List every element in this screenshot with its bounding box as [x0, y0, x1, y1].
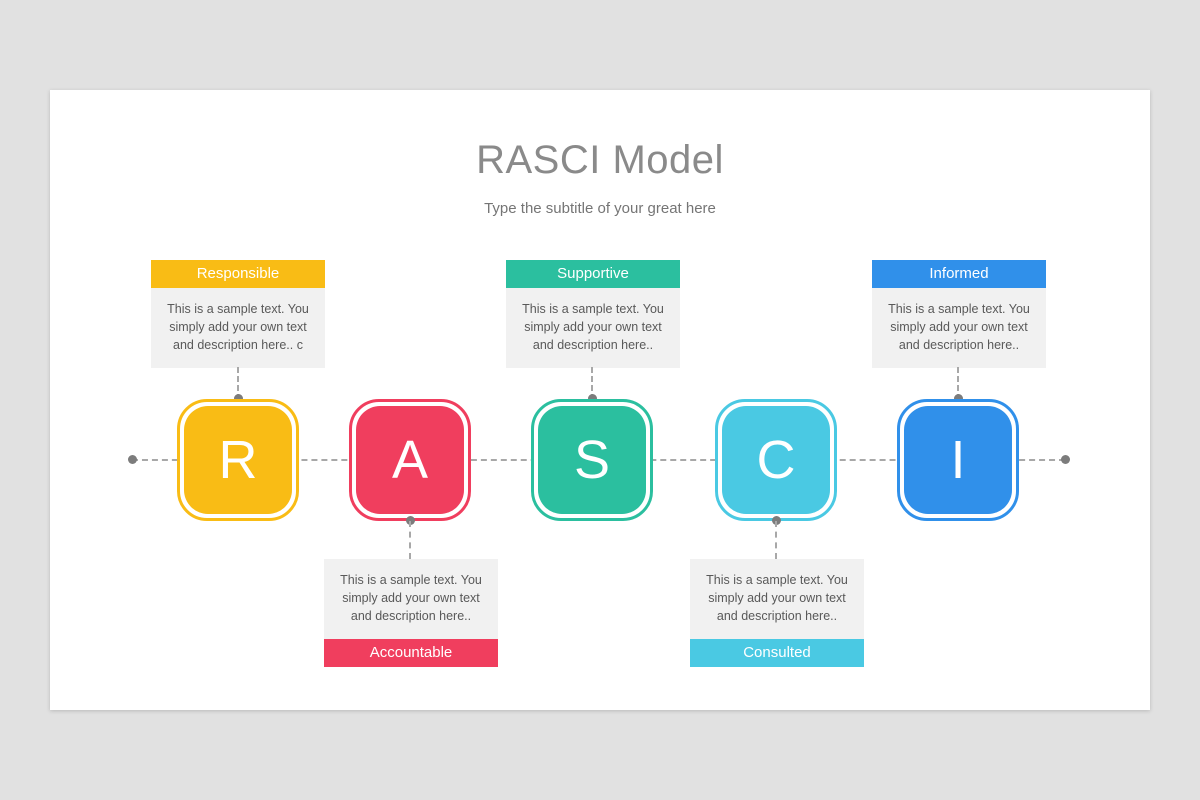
callout-header-responsible: Responsible — [151, 260, 325, 288]
connector-line — [957, 367, 959, 400]
callout-header-accountable: Accountable — [324, 639, 498, 667]
callout-informed: Informed This is a sample text. You simp… — [872, 260, 1046, 368]
connector-line — [409, 521, 411, 559]
callout-supportive: Supportive This is a sample text. You si… — [506, 260, 680, 368]
callout-consulted: This is a sample text. You simply add yo… — [690, 559, 864, 667]
connector-line — [775, 521, 777, 559]
callout-description-responsible: This is a sample text. You simply add yo… — [151, 288, 325, 368]
connector-dot — [588, 394, 597, 403]
letter-s: S — [538, 406, 646, 514]
callout-header-supportive: Supportive — [506, 260, 680, 288]
callout-description-supportive: This is a sample text. You simply add yo… — [506, 288, 680, 368]
letter-square-i: I — [897, 399, 1019, 521]
callout-description-accountable: This is a sample text. You simply add yo… — [324, 559, 498, 639]
letter-square-a: A — [349, 399, 471, 521]
letter-c: C — [722, 406, 830, 514]
slide: RASCI Model Type the subtitle of your gr… — [50, 90, 1150, 710]
callout-description-informed: This is a sample text. You simply add yo… — [872, 288, 1046, 368]
line-end-dot-left — [128, 455, 137, 464]
letter-r: R — [184, 406, 292, 514]
slide-title: RASCI Model — [476, 138, 724, 182]
connector-dot — [406, 516, 415, 525]
callout-accountable: This is a sample text. You simply add yo… — [324, 559, 498, 667]
callout-description-consulted: This is a sample text. You simply add yo… — [690, 559, 864, 639]
connector-line — [237, 367, 239, 400]
letter-square-s: S — [531, 399, 653, 521]
callout-header-informed: Informed — [872, 260, 1046, 288]
line-end-dot-right — [1061, 455, 1070, 464]
callout-responsible: Responsible This is a sample text. You s… — [151, 260, 325, 368]
slide-subtitle: Type the subtitle of your great here — [484, 200, 716, 217]
letter-square-c: C — [715, 399, 837, 521]
connector-dot — [772, 516, 781, 525]
connector-dot — [954, 394, 963, 403]
letter-square-r: R — [177, 399, 299, 521]
letter-a: A — [356, 406, 464, 514]
letter-i: I — [904, 406, 1012, 514]
callout-header-consulted: Consulted — [690, 639, 864, 667]
connector-dot — [234, 394, 243, 403]
connector-line — [591, 367, 593, 400]
